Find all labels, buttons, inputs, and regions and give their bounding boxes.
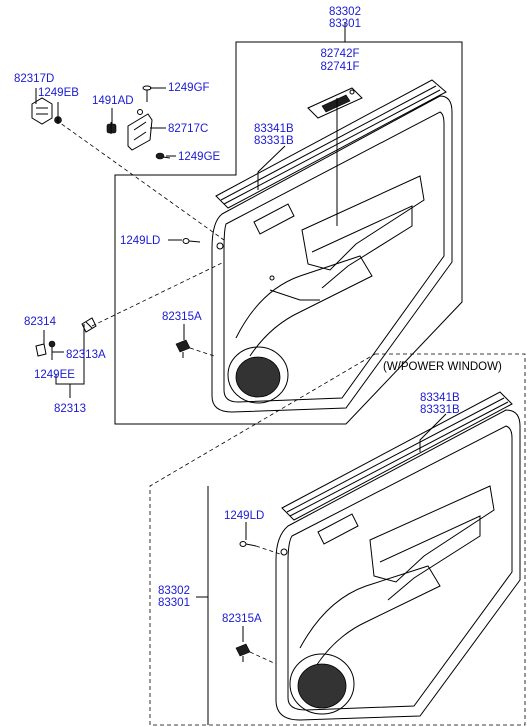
label-screw-gf: 1249GF xyxy=(168,82,210,94)
screw-1249eb xyxy=(54,116,62,124)
clip-82315a-upper xyxy=(175,339,191,358)
door-trim-panel-upper xyxy=(211,95,453,413)
label-screw-eb: 1249EB xyxy=(38,87,79,99)
label-trim-main-top-2: 83301 xyxy=(329,18,361,30)
screw-1249ge xyxy=(155,152,171,160)
label-bracket: 82717C xyxy=(168,123,208,135)
clip-82314 xyxy=(81,317,97,333)
screw-1249ee xyxy=(48,340,56,360)
upper-assembly-frame xyxy=(114,41,463,425)
label-trim-main-top-1: 83302 xyxy=(329,6,361,18)
clip-82313a xyxy=(35,343,47,357)
clip-82315a-lower xyxy=(235,643,251,662)
label-trim-pad-top-2: 83331B xyxy=(254,135,294,147)
label-handle-1: 82742F xyxy=(320,48,359,60)
holder-part-82317d xyxy=(31,97,53,125)
weatherstrip-upper xyxy=(215,79,447,209)
label-screw-ge: 1249GE xyxy=(178,151,221,163)
screw-1249ld-upper xyxy=(182,238,201,244)
label-clip-314: 82314 xyxy=(24,316,57,328)
label-assy-313: 82313 xyxy=(54,403,86,415)
speaker-grille-upper xyxy=(235,356,281,398)
bracket-82717c xyxy=(127,109,153,151)
screw-1249gf xyxy=(142,85,152,102)
screw-1249ld-lower xyxy=(239,541,257,547)
label-trim-main-bottom-2: 83301 xyxy=(158,597,190,609)
label-holder: 82317D xyxy=(14,73,54,85)
inside-handle-part xyxy=(307,87,363,119)
label-trim-main-bottom-1: 83302 xyxy=(158,585,190,597)
clip-1491ad xyxy=(106,122,117,134)
label-clip-a-bottom: 82315A xyxy=(222,613,262,625)
label-clip-a-top: 82315A xyxy=(162,311,202,323)
label-clip-ad: 1491AD xyxy=(92,95,134,107)
label-trim-pad-top-1: 83341B xyxy=(254,123,294,135)
label-trim-pad-bottom-2: 83331B xyxy=(420,404,460,416)
label-handle-2: 82741F xyxy=(320,61,359,73)
label-clip-313a: 82313A xyxy=(66,349,106,361)
weatherstrip-lower xyxy=(281,391,513,521)
label-screw-ld-top: 1249LD xyxy=(120,235,160,247)
power-window-box xyxy=(149,353,526,726)
speaker-grille-lower xyxy=(297,663,347,709)
door-trim-panel-lower xyxy=(275,409,521,721)
label-power-window-header: (W/POWER WINDOW) xyxy=(383,361,502,373)
label-screw-ee: 1249EE xyxy=(34,369,75,381)
label-trim-pad-bottom-1: 83341B xyxy=(420,392,460,404)
label-screw-ld-bottom: 1249LD xyxy=(224,510,264,522)
